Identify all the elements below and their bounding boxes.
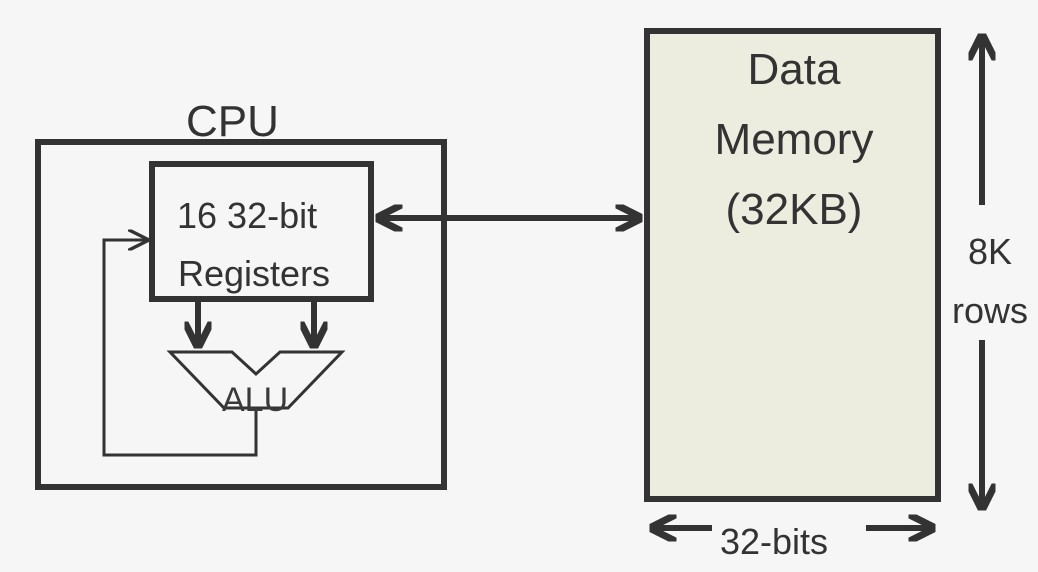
cpu-box (35, 139, 447, 490)
registers-label-line2: Registers (178, 253, 331, 294)
registers-label-line1: 16 32-bit (177, 195, 318, 236)
rows-label-line1: 8K (967, 231, 1013, 272)
registers-box (149, 161, 374, 302)
memory-label-line1: Data (747, 45, 841, 94)
memory-label-line3: (32KB) (725, 185, 863, 234)
bits-label: 32-bits (720, 521, 829, 562)
cpu-title: CPU (186, 97, 279, 146)
data-memory-box (644, 28, 941, 502)
alu-feedback-line (102, 240, 258, 457)
rows-label-line2: rows (951, 290, 1028, 331)
alu-shape (166, 350, 346, 410)
alu-label: ALU (222, 381, 289, 419)
memory-label-line2: Memory (714, 115, 874, 164)
